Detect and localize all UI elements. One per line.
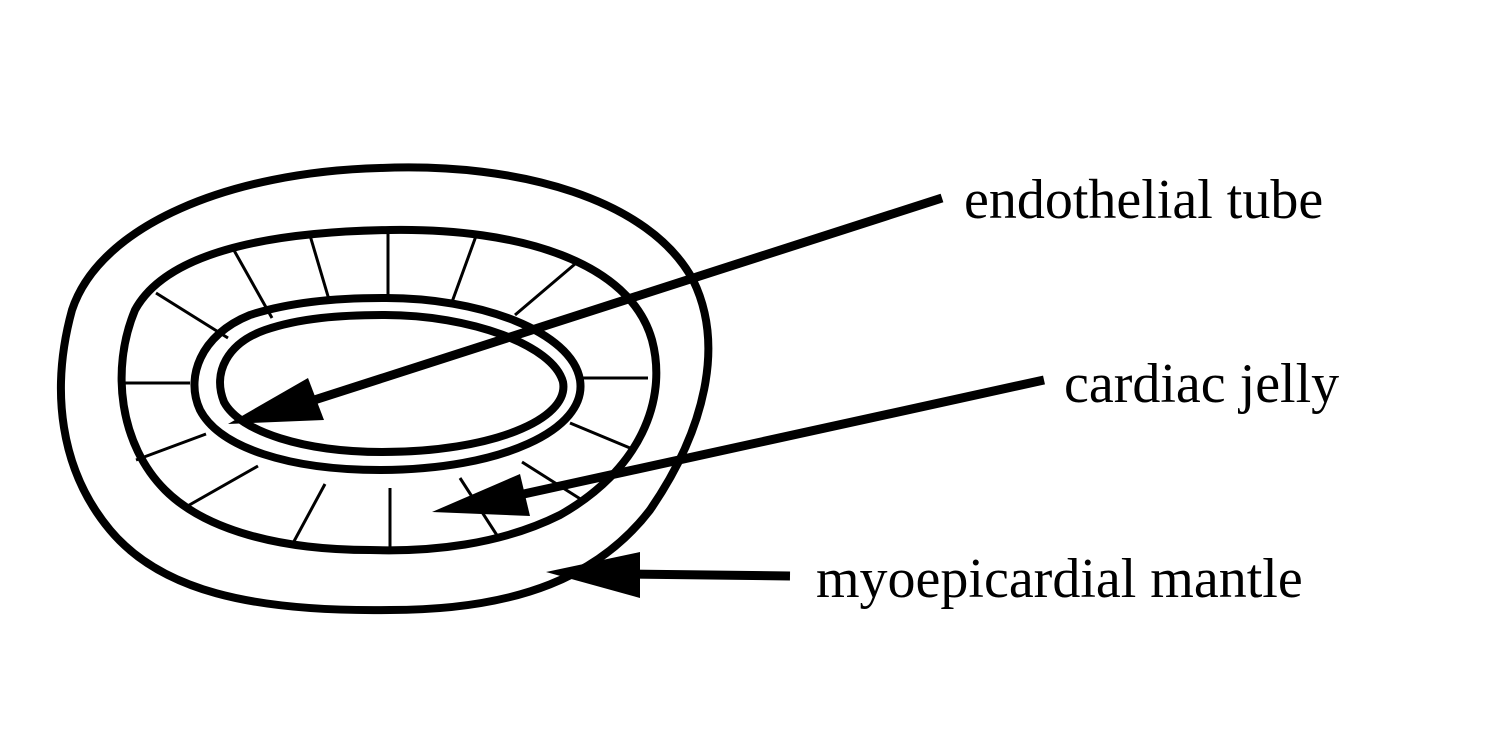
cardiac-jelly-arrow-shaft (509, 375, 1045, 502)
cardiac-jelly-label: cardiac jelly (1064, 353, 1339, 415)
myoepicardial-mantle-label: myoepicardial mantle (816, 548, 1303, 610)
cardiac-jelly-radial-lines (125, 229, 648, 550)
endothelial-tube-arrow-shaft (303, 193, 944, 408)
cardiac-jelly-arrowhead (432, 474, 530, 516)
myoepicardial-mantle-arrow-shaft (627, 569, 791, 581)
mantle-outer-boundary (56, 163, 713, 615)
endothelial-tube-outer (190, 293, 585, 474)
myoepicardial-mantle-arrowhead (546, 552, 640, 598)
endothelial-tube-arrowhead (228, 378, 324, 424)
endothelial-tube-label: endothelial tube (964, 169, 1323, 231)
mantle-inner-boundary (117, 225, 661, 555)
endothelial-tube-inner (216, 311, 568, 456)
